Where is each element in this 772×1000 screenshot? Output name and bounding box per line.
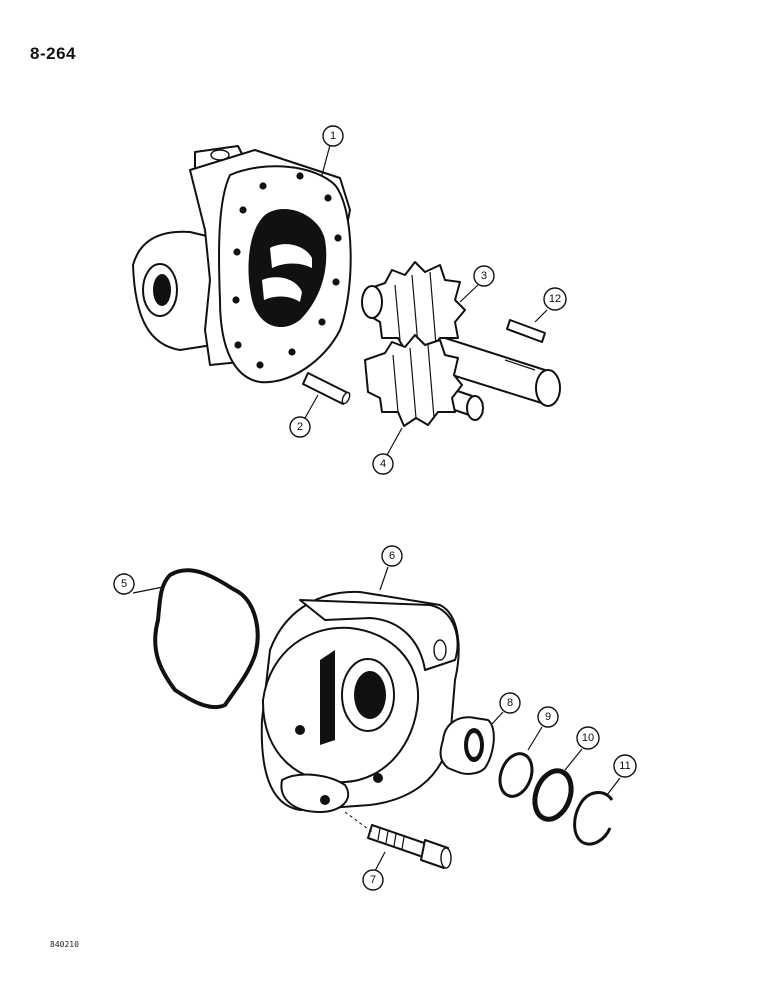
callout-number: 6: [389, 550, 395, 562]
callout-4: 4: [372, 453, 394, 475]
callout-number: 9: [545, 711, 551, 723]
callout-6: 6: [381, 545, 403, 567]
callout-number: 11: [619, 760, 630, 772]
callout-7: 7: [362, 869, 384, 891]
callout-number: 3: [481, 270, 487, 282]
callout-8: 8: [499, 692, 521, 714]
callout-3: 3: [473, 265, 495, 287]
washer-9: [498, 752, 534, 798]
pump-body: [132, 145, 352, 384]
washer-10: [532, 768, 574, 822]
callout-11: 11: [613, 754, 637, 778]
driven-gear: [364, 334, 484, 427]
callout-10: 10: [576, 726, 600, 750]
callout-12: 12: [543, 287, 567, 311]
o-ring-seal: [153, 568, 260, 710]
bolt: [344, 811, 452, 869]
callout-number: 8: [507, 697, 513, 709]
cover: [260, 590, 460, 813]
callout-2: 2: [289, 416, 311, 438]
callout-number: 12: [549, 293, 561, 305]
callout-number: 4: [380, 458, 386, 470]
callout-number: 10: [582, 732, 594, 744]
shaft-seal: [439, 716, 495, 775]
callout-number: 5: [121, 578, 127, 590]
page-number: 8-264: [30, 44, 76, 63]
callout-5: 5: [113, 573, 135, 595]
callout-9: 9: [537, 706, 559, 728]
leader-lines: [132, 144, 621, 872]
callout-number: 7: [370, 874, 376, 886]
callout-number: 2: [297, 421, 303, 433]
callout-number: 1: [330, 130, 336, 142]
snap-ring: [573, 791, 614, 846]
key: [506, 319, 546, 343]
figure-code: 840210: [50, 940, 79, 949]
dowel-pin: [302, 372, 351, 405]
callout-1: 1: [322, 125, 344, 147]
